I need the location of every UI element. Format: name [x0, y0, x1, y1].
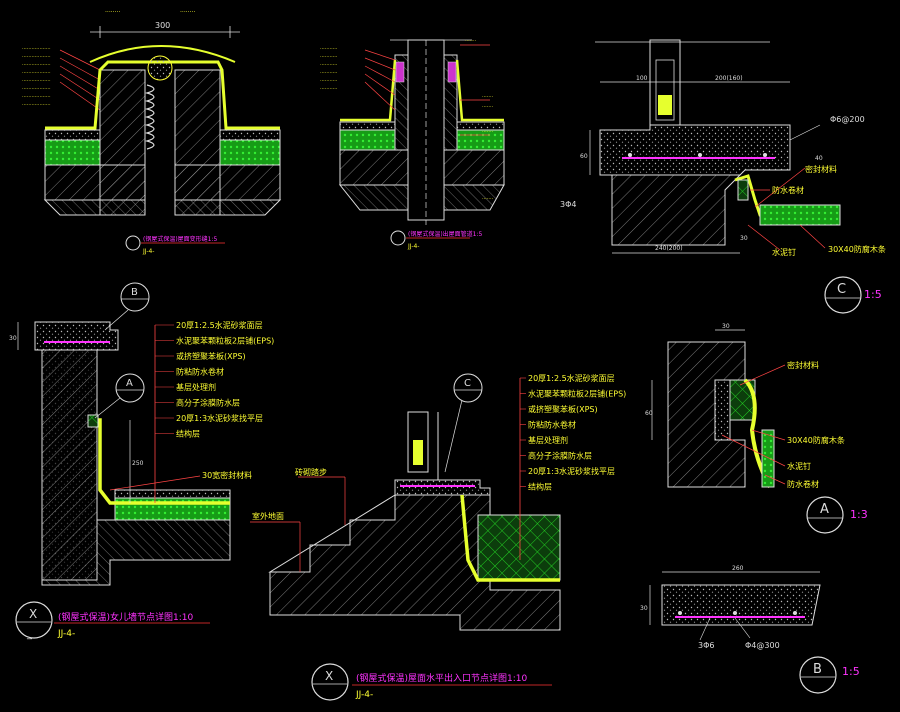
parapet-layer-label: 防粘防水卷材: [176, 367, 224, 377]
detail-a-label-4: 防水卷材: [787, 479, 819, 489]
svg-text:·······: ·······: [482, 104, 494, 110]
detail-c-label-3: 水泥钉: [772, 247, 796, 257]
svg-text:···········: ···········: [320, 70, 338, 76]
svg-text:·······: ·······: [482, 196, 494, 202]
detail-c-dim-240: 240(200): [655, 245, 683, 252]
svg-text:··················: ··················: [22, 94, 51, 100]
parapet-dim-250: 250: [132, 460, 144, 467]
detail-b: 260 30 3Φ6 Φ4@300 B 1:5: [640, 565, 860, 694]
parapet-callout-b: B: [131, 287, 138, 298]
entrance-layer-label: 高分子涂膜防水层: [528, 451, 592, 461]
svg-text:··················: ··················: [22, 78, 51, 84]
entrance-layer-label: 水泥聚苯颗粒板2层铺(EPS): [528, 389, 626, 399]
detail-parapet: 30 250 B A 20厚1:2.5水泥砂浆面层水泥聚苯颗粒板2层铺(EPS)…: [9, 282, 274, 640]
svg-text:··················: ··················: [22, 86, 51, 92]
entrance-layer-label: 20厚1:2.5水泥砂浆面层: [528, 373, 615, 383]
svg-text:········: ········: [180, 9, 195, 16]
entrance-left-label-1: 砖砌踏步: [295, 467, 327, 477]
svg-text:··················: ··················: [22, 46, 51, 52]
detail-b-callout-letter: B: [813, 662, 822, 677]
svg-text:···········: ···········: [320, 62, 338, 68]
svg-text:··················: ··················: [22, 62, 51, 68]
parapet-layer-label: 结构层: [176, 429, 200, 439]
parapet-layer-label: 高分子涂膜防水层: [176, 398, 240, 408]
entrance-layer-label: 结构层: [528, 482, 552, 492]
detail-c-dim-200: 200(160): [715, 75, 743, 82]
detail-a-label-3: 水泥钉: [787, 461, 811, 471]
svg-text:········: ········: [105, 9, 120, 16]
entrance-callout-c: C: [464, 378, 471, 389]
entrance-layer-label: 或挤塑聚苯板(XPS): [528, 404, 598, 414]
parapet-layer-label: 20厚1:2.5水泥砂浆面层: [176, 320, 263, 330]
detail-b-scale: 1:5: [842, 665, 860, 678]
entrance-left-label-2: 室外地面: [252, 511, 284, 521]
detail-c: 100 200(160) 60 40 30 240(200) 3Φ4 Φ6@20…: [560, 39, 886, 314]
detail-expansion-joint: 300 ········ ········ ··················…: [22, 9, 282, 255]
detail-c-rebar-left: 3Φ4: [560, 200, 576, 209]
entrance-layer-label: 防粘防水卷材: [528, 420, 576, 430]
detail-a-dim-30: 30: [722, 323, 730, 330]
detail-b-dim-260: 260: [732, 565, 744, 572]
svg-text:··················: ··················: [22, 102, 51, 108]
detail-roof-pipe: ··········· ··········· ··········· ····…: [320, 38, 505, 250]
parapet-dim-30: 30: [9, 335, 17, 342]
expansion-joint-code: JJ-4-: [142, 248, 154, 255]
svg-text:·······: ·······: [482, 129, 494, 135]
svg-text:···········: ···········: [320, 78, 338, 84]
parapet-title-letter: X: [29, 607, 37, 621]
svg-text:·······: ·······: [482, 94, 494, 100]
detail-b-dim-30: 30: [640, 605, 648, 612]
expansion-joint-title: (钢屋式保温)屋面变形缝1:5: [143, 235, 218, 243]
parapet-seal-note: 30宽密封材料: [202, 470, 252, 480]
svg-text:···········: ···········: [320, 46, 338, 52]
roof-pipe-code: JJ-4-: [407, 243, 419, 250]
parapet-layer-label: 20厚1:3水泥砂浆找平层: [176, 413, 263, 423]
parapet-layer-label: 或挤塑聚苯板(XPS): [176, 351, 246, 361]
detail-c-rebar-right: Φ6@200: [830, 115, 865, 124]
detail-a: 30 60 密封材料 30X40防腐木条 水泥钉 防水卷材 A 1:3: [645, 323, 868, 534]
svg-text:··················: ··················: [22, 54, 51, 60]
detail-c-dim-100: 100: [636, 75, 648, 82]
detail-c-dim-40: 40: [815, 155, 823, 162]
svg-text:·······: ·······: [465, 38, 477, 44]
detail-a-dim-60: 60: [645, 410, 653, 417]
entrance-code: JJ-4-: [355, 690, 373, 700]
detail-c-label-2: 密封材料: [805, 164, 837, 174]
entrance-title-letter: X: [325, 669, 333, 683]
detail-c-callout-letter: C: [837, 282, 846, 297]
roof-pipe-title: (钢屋式保温)出屋面管道1:5: [408, 230, 483, 238]
parapet-layer-label: 基层处理剂: [176, 382, 216, 392]
parapet-code: JJ-4-: [57, 629, 75, 639]
svg-text:···········: ···········: [320, 86, 338, 92]
svg-text:···········: ···········: [320, 54, 338, 60]
expansion-joint-dim-top: 300: [155, 21, 170, 30]
detail-a-scale: 1:3: [850, 508, 868, 521]
detail-c-label-4: 30X40防腐木条: [828, 244, 886, 254]
detail-a-callout-letter: A: [820, 502, 829, 517]
svg-text:··················: ··················: [22, 70, 51, 76]
parapet-title: (钢屋式保温)女儿墙节点详图1:10: [58, 611, 194, 623]
detail-b-rebar-right: Φ4@300: [745, 641, 780, 650]
detail-a-label-2: 30X40防腐木条: [787, 435, 845, 445]
detail-a-label-1: 密封材料: [787, 360, 819, 370]
entrance-layer-label: 20厚1:3水泥砂浆找平层: [528, 466, 615, 476]
parapet-layer-label: 水泥聚苯颗粒板2层铺(EPS): [176, 336, 274, 346]
parapet-callout-a: A: [126, 378, 133, 389]
detail-c-dim-30: 30: [740, 235, 748, 242]
detail-c-dim-60: 60: [580, 153, 588, 160]
detail-c-label-1: 防水卷材: [772, 185, 804, 195]
svg-text:_: _: [26, 629, 33, 640]
entrance-layer-label: 基层处理剂: [528, 435, 568, 445]
detail-c-scale: 1:5: [864, 288, 882, 301]
detail-b-rebar-left: 3Φ6: [698, 641, 714, 650]
entrance-title: (钢屋式保温)屋面水平出入口节点详图1:10: [356, 672, 528, 684]
